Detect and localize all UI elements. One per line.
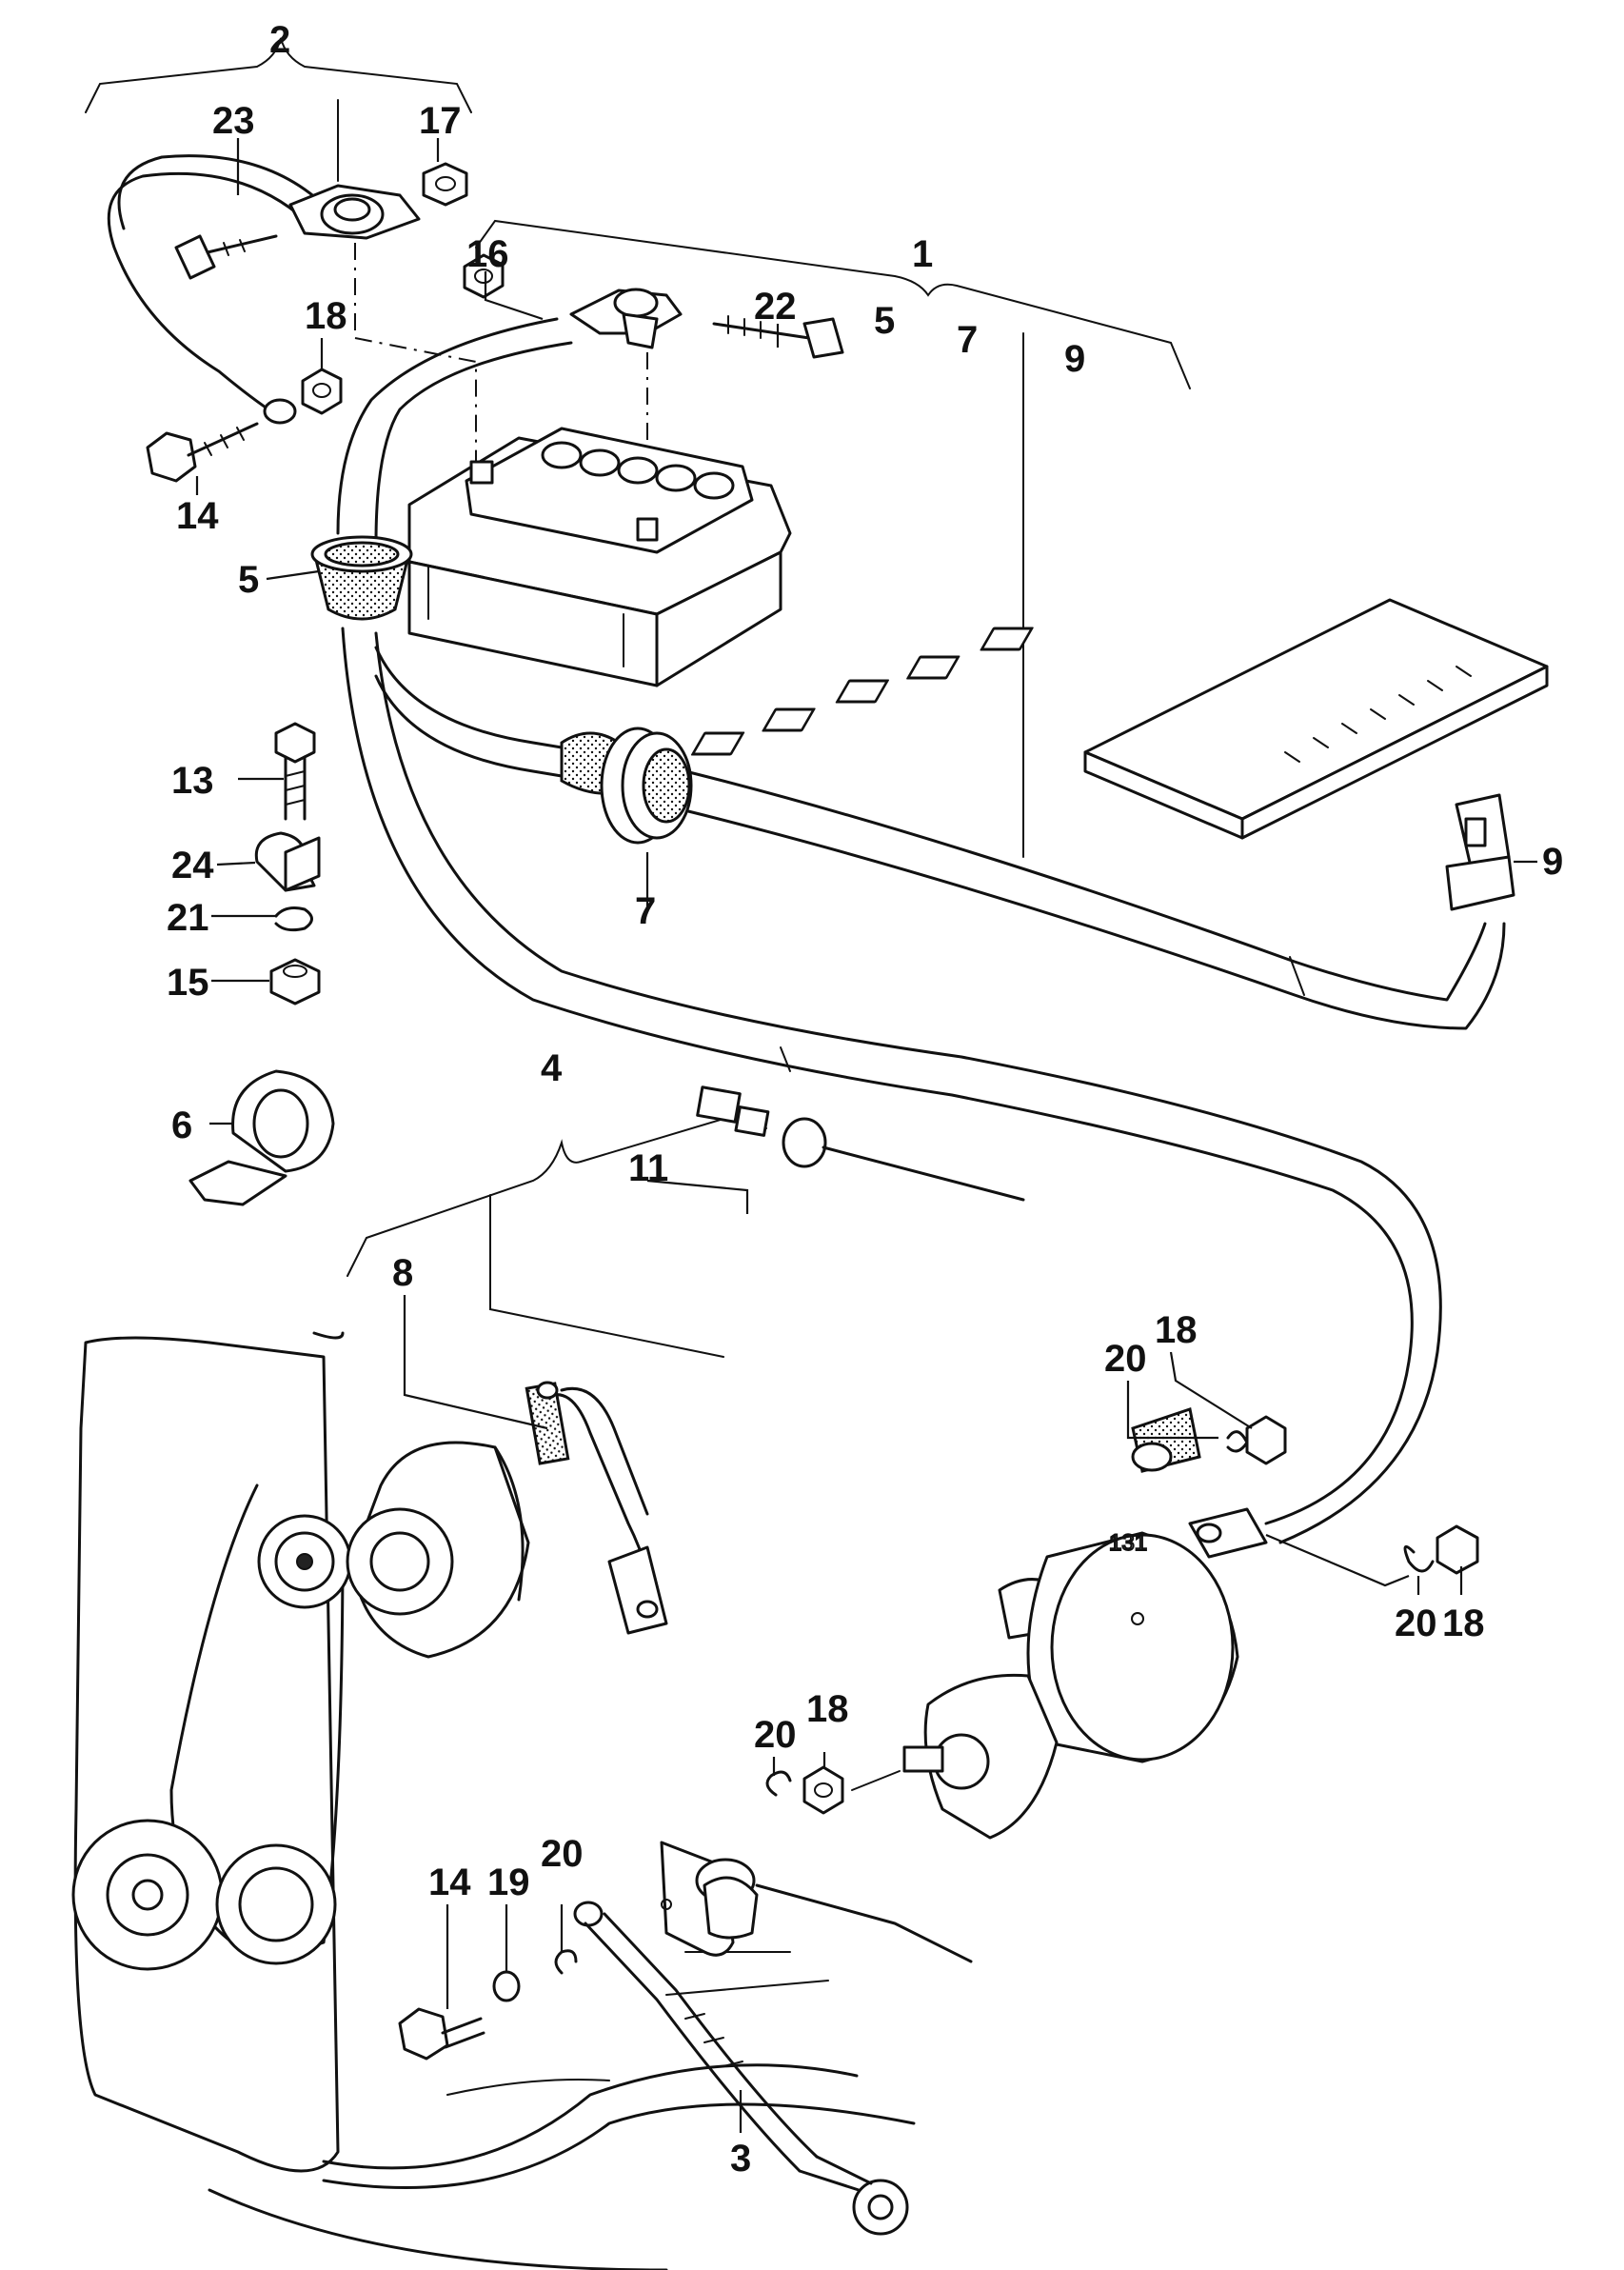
starter-motor: 131 (851, 1529, 1239, 1840)
callout-20-mid: 20 (754, 1714, 797, 1756)
callout-22: 22 (754, 286, 797, 328)
callout-1: 1 (912, 233, 933, 275)
nut-18-mid (802, 1765, 844, 1815)
grommet-5 (310, 535, 413, 621)
connector-11 (696, 1085, 1025, 1202)
nut-16 (463, 253, 505, 299)
bracket-group-1 (475, 219, 1191, 858)
callout-18-right: 18 (1442, 1603, 1485, 1644)
washer-20-mid (765, 1770, 792, 1797)
bolt-13 (274, 722, 316, 821)
callout-14-top: 14 (176, 495, 219, 537)
nut-18-top (301, 368, 343, 415)
callout-23: 23 (212, 100, 255, 142)
callout-7-mid: 7 (635, 890, 656, 932)
alternator (346, 1441, 530, 1659)
callout-11: 11 (628, 1147, 668, 1189)
connector-9 (1445, 793, 1515, 911)
callout-13: 13 (171, 760, 214, 802)
wire-8 (525, 1381, 668, 1635)
callout-9-top: 9 (1064, 338, 1085, 380)
callout-5-mid: 5 (238, 559, 259, 601)
callout-17: 17 (419, 100, 462, 142)
battery (407, 427, 792, 687)
washer-21 (274, 906, 313, 932)
battery-positive-clamp (107, 154, 421, 425)
callout-18-top: 18 (305, 295, 347, 337)
callout-2: 2 (269, 19, 290, 61)
fuse-relay-panel (691, 598, 1549, 840)
callout-18-mid: 18 (806, 1688, 849, 1730)
callout-5-top: 5 (874, 300, 895, 342)
cable-clip-6 (188, 1069, 335, 1206)
callout-14-bottom: 14 (428, 1862, 471, 1903)
callout-19: 19 (487, 1862, 530, 1903)
callout-3: 3 (730, 2138, 751, 2180)
bolt-23 (174, 234, 278, 280)
cable-clip-24 (254, 831, 321, 892)
callout-18-upper: 18 (1155, 1309, 1198, 1351)
grommet-7 (560, 727, 693, 845)
main-wiring-harness (336, 317, 1506, 1544)
bolt-22 (712, 315, 844, 359)
callout-15: 15 (167, 962, 209, 1004)
battery-negative-clamp (569, 288, 683, 349)
bolt-14-top (146, 422, 259, 483)
clip-assembly-upper (1131, 1407, 1287, 1473)
bracket-group-4 (347, 1117, 767, 1358)
callout-20-right: 20 (1395, 1603, 1437, 1644)
bolt-14-bottom (398, 2007, 485, 2061)
washer-19 (492, 1970, 521, 2002)
callout-6: 6 (171, 1105, 192, 1146)
callout-9-mid: 9 (1542, 841, 1563, 883)
callout-20-bottom: 20 (541, 1833, 584, 1875)
callout-21: 21 (167, 897, 209, 939)
washer-20-lower (554, 1949, 578, 1975)
mount-bracket (660, 1841, 973, 1963)
callout-8: 8 (392, 1252, 413, 1294)
ground-strap-3 (573, 1901, 909, 2236)
callout-4: 4 (541, 1047, 563, 1089)
callout-16: 16 (466, 233, 509, 275)
callout-labels: 2 23 17 16 1 22 5 7 9 18 14 5 13 24 21 1… (167, 19, 1563, 2180)
nut-15 (269, 958, 321, 1006)
bracket-group-2 (85, 37, 472, 182)
callout-20-upper: 20 (1104, 1338, 1147, 1380)
svg-text:131: 131 (1109, 1530, 1147, 1556)
belt-and-pulleys (71, 1483, 352, 1971)
clip-assembly-lower (1188, 1507, 1479, 1575)
leader-lines (195, 138, 1537, 2133)
callout-7-top: 7 (957, 319, 978, 361)
nut-17 (422, 162, 468, 207)
callout-24: 24 (171, 845, 214, 886)
